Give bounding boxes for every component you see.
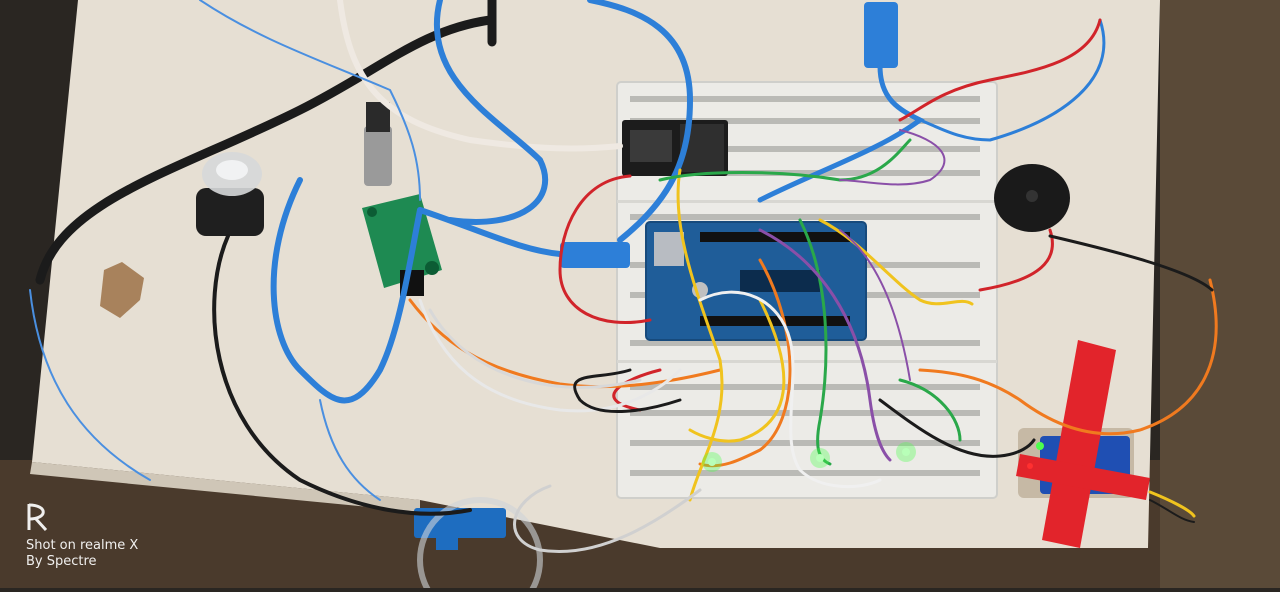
wires [29,0,1218,553]
arduino-board [645,221,867,341]
wooden-floor-right [1160,0,1280,588]
esp-module [622,120,728,176]
usb-plug-top [864,2,898,68]
realme-logo-icon [27,503,48,532]
gas-sensor [196,152,264,236]
camera-watermark: Shot on realme X By Spectre [26,502,138,570]
watermark-device-text: Shot on realme X [26,538,139,553]
bottom-module [414,497,543,592]
leds [702,442,916,472]
usb-plug-arduino [560,242,630,268]
watermark-author-text: By Spectre [26,554,97,569]
table-edge [30,462,420,512]
table-hole [100,262,144,318]
relay-module [1016,340,1150,548]
bnc-connector [364,102,392,186]
buzzer [994,164,1070,232]
